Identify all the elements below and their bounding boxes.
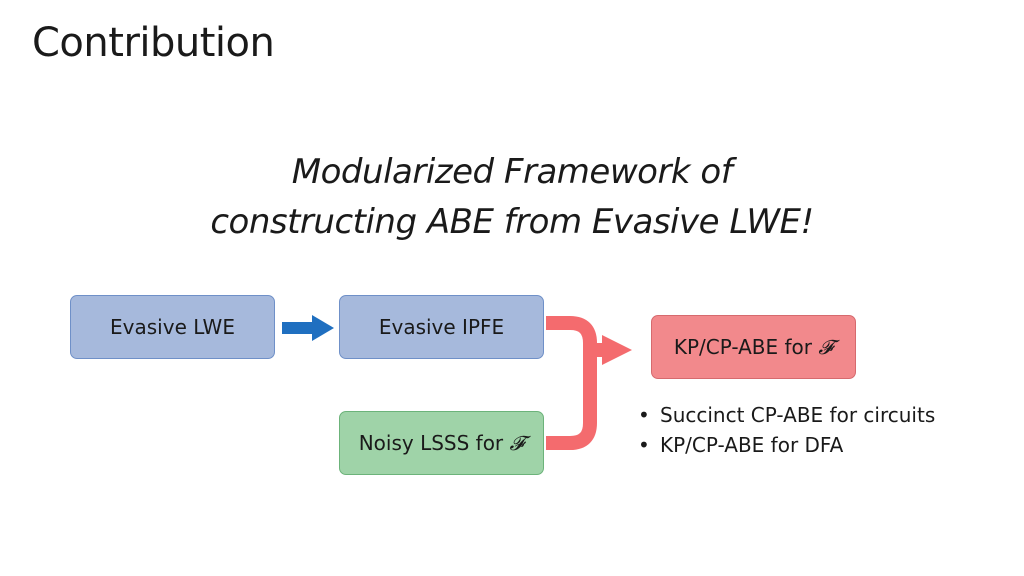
headline-line-1: Modularized Framework of: [291, 152, 733, 192]
node-noisy-lsss: Noisy LSSS for 𝓕: [339, 411, 544, 475]
node-noisy-lsss-text: Noisy LSSS for: [358, 431, 504, 455]
node-evasive-ipfe: Evasive IPFE: [339, 295, 544, 359]
arrow-lwe-to-ipfe: [282, 315, 334, 341]
node-evasive-lwe: Evasive LWE: [70, 295, 275, 359]
list-item: KP/CP-ABE for DFA: [636, 430, 935, 460]
arrow-merge-to-abe: [546, 316, 604, 450]
slide-title: Contribution: [32, 20, 275, 66]
node-kp-cp-abe-text: KP/CP-ABE for: [673, 335, 813, 359]
family-symbol: 𝓕: [818, 335, 834, 359]
list-item: Succinct CP-ABE for circuits: [636, 400, 935, 430]
headline-line-2: constructing ABE from Evasive LWE!: [210, 202, 814, 242]
node-evasive-lwe-label: Evasive LWE: [110, 315, 235, 339]
family-symbol: 𝓕: [509, 431, 525, 455]
node-kp-cp-abe-label: KP/CP-ABE for 𝓕: [674, 335, 833, 359]
results-list: Succinct CP-ABE for circuits KP/CP-ABE f…: [636, 400, 935, 460]
node-evasive-ipfe-label: Evasive IPFE: [378, 315, 505, 339]
node-kp-cp-abe: KP/CP-ABE for 𝓕: [651, 315, 856, 379]
node-noisy-lsss-label: Noisy LSSS for 𝓕: [359, 431, 525, 455]
arrow-head-to-abe: [602, 335, 632, 365]
